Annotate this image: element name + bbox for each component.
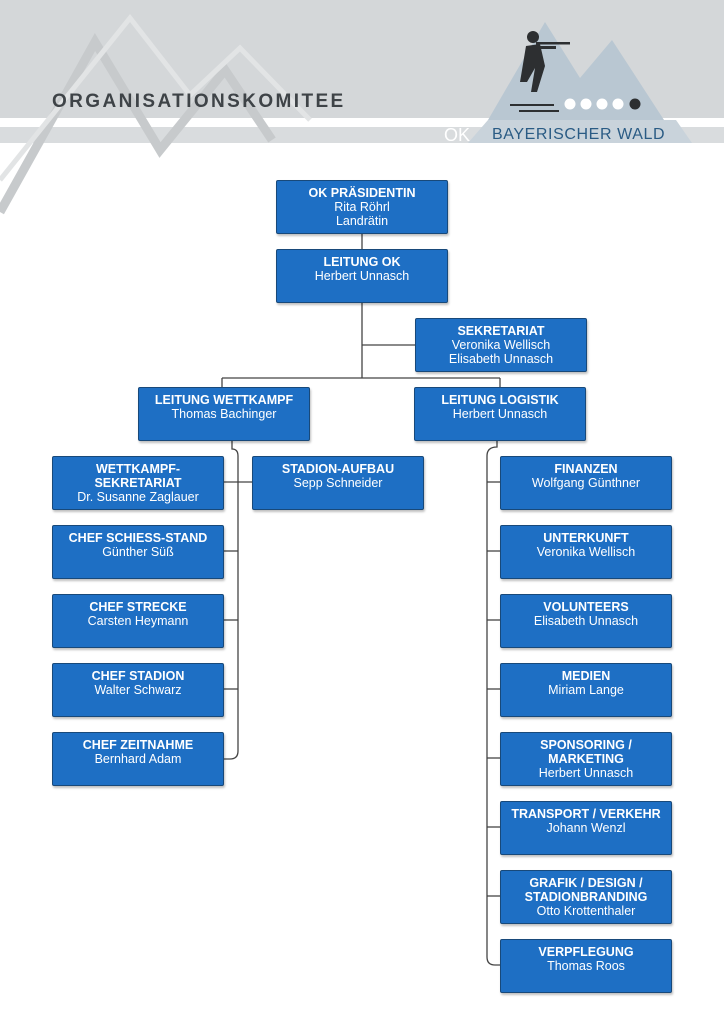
box-role: CHEF STADION <box>91 669 185 683</box>
box-role: LEITUNG WETTKAMPF <box>154 393 294 407</box>
box-name: Thomas Bachinger <box>171 407 277 421</box>
box-chef-schiess-stand: CHEF SCHIESS-STAND Günther Süß <box>52 525 224 579</box>
box-role: WETTKAMPF-SEKRETARIAT <box>94 462 182 490</box>
box-role: GRAFIK / DESIGN / STADIONBRANDING <box>524 876 648 904</box>
box-role: LEITUNG OK <box>323 255 401 269</box>
box-name: Otto Krottenthaler <box>536 904 636 918</box>
box-name: Johann Wenzl <box>546 821 626 835</box>
box-name: Rita Röhrl Landrätin <box>334 200 390 228</box>
biathlete-icon <box>510 31 570 112</box>
box-unterkunft: UNTERKUNFT Veronika Wellisch <box>500 525 672 579</box>
box-wettkampf-sekretariat: WETTKAMPF-SEKRETARIAT Dr. Susanne Zaglau… <box>52 456 224 510</box>
box-leitung-logistik: LEITUNG LOGISTIK Herbert Unnasch <box>414 387 586 441</box>
logo-name: BAYERISCHER WALD <box>492 126 666 143</box>
box-role: CHEF STRECKE <box>89 600 187 614</box>
box-grafik-design: GRAFIK / DESIGN / STADIONBRANDING Otto K… <box>500 870 672 924</box>
box-ok-praesidentin: OK PRÄSIDENTIN Rita Röhrl Landrätin <box>276 180 448 234</box>
box-name: Wolfgang Günthner <box>531 476 641 490</box>
box-name: Herbert Unnasch <box>314 269 410 283</box>
box-name: Elisabeth Unnasch <box>533 614 639 628</box>
box-verpflegung: VERPFLEGUNG Thomas Roos <box>500 939 672 993</box>
connector-wettkampf-spine <box>223 441 239 760</box>
box-sekretariat: SEKRETARIAT Veronika Wellisch Elisabeth … <box>415 318 587 372</box>
box-role: CHEF ZEITNAHME <box>82 738 194 752</box>
box-name: Veronika Wellisch <box>536 545 636 559</box>
box-role: FINANZEN <box>554 462 618 476</box>
box-stadion-aufbau: STADION-AUFBAU Sepp Schneider <box>252 456 424 510</box>
decorative-mountain-line-light <box>0 13 312 182</box>
box-role: VOLUNTEERS <box>543 600 629 614</box>
box-name: Herbert Unnasch <box>538 766 634 780</box>
box-finanzen: FINANZEN Wolfgang Günthner <box>500 456 672 510</box>
box-chef-strecke: CHEF STRECKE Carsten Heymann <box>52 594 224 648</box>
box-role: LEITUNG LOGISTIK <box>441 393 559 407</box>
box-name: Günther Süß <box>102 545 174 559</box>
box-name: Bernhard Adam <box>94 752 182 766</box>
box-medien: MEDIEN Miriam Lange <box>500 663 672 717</box>
box-sponsoring-marketing: SPONSORING / MARKETING Herbert Unnasch <box>500 732 672 786</box>
logo-base <box>468 120 692 143</box>
box-role: MEDIEN <box>561 669 611 683</box>
box-role: OK PRÄSIDENTIN <box>308 186 416 200</box>
box-role: TRANSPORT / VERKEHR <box>511 807 661 821</box>
box-role: CHEF SCHIESS-STAND <box>68 531 208 545</box>
box-name: Miriam Lange <box>548 683 624 697</box>
box-leitung-wettkampf: LEITUNG WETTKAMPF Thomas Bachinger <box>138 387 310 441</box>
box-chef-zeitnahme: CHEF ZEITNAHME Bernhard Adam <box>52 732 224 786</box>
box-volunteers: VOLUNTEERS Elisabeth Unnasch <box>500 594 672 648</box>
box-role: STADION-AUFBAU <box>281 462 395 476</box>
box-transport-verkehr: TRANSPORT / VERKEHR Johann Wenzl <box>500 801 672 855</box>
target-dots-icon <box>564 98 641 110</box>
box-name: Herbert Unnasch <box>452 407 548 421</box>
page-title: ORGANISATIONSKOMITEE <box>52 91 346 112</box>
connector-logistik-spine <box>486 441 501 966</box>
box-name: Thomas Roos <box>547 959 625 973</box>
header-graphic <box>0 0 724 215</box>
box-name: Sepp Schneider <box>293 476 383 490</box>
box-name: Walter Schwarz <box>94 683 182 697</box>
box-role: UNTERKUNFT <box>543 531 629 545</box>
box-name: Veronika Wellisch Elisabeth Unnasch <box>448 338 554 366</box>
box-leitung-ok: LEITUNG OK Herbert Unnasch <box>276 249 448 303</box>
box-role: SEKRETARIAT <box>457 324 545 338</box>
box-name: Dr. Susanne Zaglauer <box>77 490 199 504</box>
box-role: VERPFLEGUNG <box>538 945 634 959</box>
box-chef-stadion: CHEF STADION Walter Schwarz <box>52 663 224 717</box>
box-name: Carsten Heymann <box>87 614 189 628</box>
box-role: SPONSORING / MARKETING <box>540 738 632 766</box>
logo-prefix: OK <box>444 125 471 145</box>
